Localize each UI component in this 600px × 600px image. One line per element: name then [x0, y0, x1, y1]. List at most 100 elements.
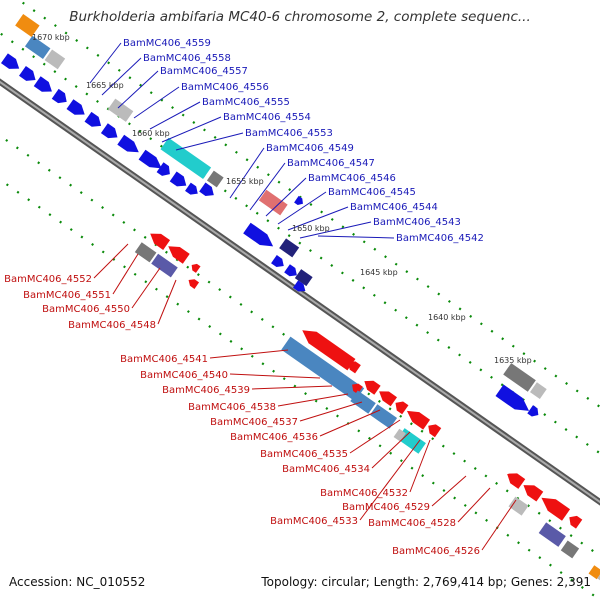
leader-reverse-16: [481, 499, 517, 551]
tick-label-7: 1635 kbp: [494, 356, 532, 365]
tick-label-3: 1655 kbp: [226, 177, 264, 186]
feature-13: [185, 182, 198, 195]
leader-reverse-5: [229, 373, 321, 379]
leader-reverse-8: [299, 401, 363, 422]
feature-10: [138, 149, 162, 169]
feature-55: [560, 540, 580, 559]
feature-24: [292, 280, 306, 292]
leader-reverse-1: [112, 253, 139, 295]
gene-label-forward-6: BamMC406_4553: [245, 128, 333, 139]
gene-label-forward-4: BamMC406_4555: [202, 97, 290, 108]
gene-label-reverse-12: BamMC406_4532: [320, 488, 408, 499]
tick-label-0: 1670 kbp: [32, 33, 70, 42]
gene-label-reverse-3: BamMC406_4548: [68, 320, 156, 331]
feature-0: [24, 35, 51, 59]
feature-36: [302, 330, 356, 371]
leader-reverse-15: [457, 487, 491, 523]
feature-17: [199, 182, 214, 196]
gene-label-forward-8: BamMC406_4547: [287, 158, 375, 169]
leader-forward-1: [101, 57, 142, 96]
feature-4: [33, 76, 52, 92]
gene-label-reverse-4: BamMC406_4541: [120, 354, 208, 365]
tick-label-1: 1665 kbp: [86, 81, 124, 90]
gene-label-forward-7: BamMC406_4549: [266, 143, 354, 154]
leader-reverse-3: [157, 279, 177, 325]
map-title: Burkholderia ambifaria MC40-6 chromosome…: [69, 9, 531, 25]
feature-50: [523, 485, 544, 502]
gene-label-forward-0: BamMC406_4559: [123, 38, 211, 49]
tick-label-5: 1645 kbp: [360, 268, 398, 277]
leader-reverse-2: [131, 267, 161, 309]
leader-forward-4: [149, 101, 201, 130]
feature-60: [15, 14, 40, 37]
feature-41: [379, 391, 397, 407]
feature-37: [348, 361, 361, 374]
feature-16: [206, 170, 224, 188]
feature-45: [406, 410, 431, 430]
tick-ring-3: [0, 123, 600, 600]
gene-label-reverse-14: BamMC406_4533: [270, 516, 358, 527]
feature-58: [588, 565, 600, 580]
tick-ring-1: [0, 25, 600, 521]
feature-53: [508, 496, 529, 516]
gene-label-reverse-1: BamMC406_4551: [23, 290, 111, 301]
feature-29: [527, 405, 539, 417]
leader-reverse-14: [359, 439, 421, 521]
gene-label-reverse-7: BamMC406_4538: [188, 402, 276, 413]
feature-42: [395, 401, 409, 415]
feature-43: [350, 390, 376, 414]
leader-reverse-12: [409, 439, 431, 493]
feature-3: [19, 65, 36, 81]
feature-14: [107, 98, 134, 122]
feature-35: [188, 279, 200, 289]
feature-1: [44, 49, 66, 70]
leader-forward-2: [117, 70, 159, 109]
feature-48: [393, 428, 406, 442]
feature-38: [281, 336, 365, 402]
feature-25: [294, 195, 303, 205]
leader-reverse-7: [277, 393, 349, 407]
feature-15: [160, 137, 212, 180]
tick-label-4: 1650 kbp: [292, 224, 330, 233]
feature-21: [271, 255, 284, 268]
feature-40: [364, 380, 381, 395]
feature-54: [538, 522, 566, 547]
feature-26: [503, 363, 536, 392]
feature-32: [134, 242, 157, 263]
feature-12: [169, 171, 187, 187]
leader-reverse-4: [209, 349, 289, 359]
gene-label-forward-3: BamMC406_4556: [181, 82, 269, 93]
feature-7: [84, 111, 102, 127]
feature-51: [541, 497, 571, 521]
feature-46: [428, 424, 442, 438]
feature-5: [51, 88, 67, 104]
leader-forward-7: [229, 147, 265, 199]
leader-reverse-0: [93, 243, 129, 279]
leader-forward-0: [89, 42, 122, 84]
gene-label-reverse-11: BamMC406_4534: [282, 464, 370, 475]
gene-label-reverse-13: BamMC406_4529: [342, 502, 430, 513]
gene-label-reverse-2: BamMC406_4550: [42, 304, 130, 315]
feature-44: [369, 404, 398, 429]
leader-reverse-6: [251, 385, 333, 390]
leader-forward-13: [317, 235, 395, 239]
feature-23: [294, 269, 313, 287]
gene-label-forward-13: BamMC406_4542: [396, 233, 484, 244]
gene-label-forward-11: BamMC406_4544: [350, 202, 438, 213]
gene-label-forward-1: BamMC406_4558: [143, 53, 231, 64]
leader-reverse-10: [349, 419, 401, 454]
leader-reverse-11: [371, 431, 411, 469]
genome-summary: Topology: circular; Length: 2,769,414 bp…: [261, 575, 591, 589]
feature-11: [156, 162, 170, 176]
feature-31: [168, 246, 190, 264]
leader-forward-11: [287, 206, 349, 231]
gene-label-forward-12: BamMC406_4543: [373, 217, 461, 228]
accession-label: Accession: NC_010552: [9, 575, 146, 589]
tick-ring-0: [11, 0, 600, 490]
feature-19: [243, 222, 274, 247]
gene-label-reverse-6: BamMC406_4539: [162, 385, 250, 396]
feature-20: [279, 238, 300, 258]
gene-label-reverse-0: BamMC406_4552: [4, 274, 92, 285]
